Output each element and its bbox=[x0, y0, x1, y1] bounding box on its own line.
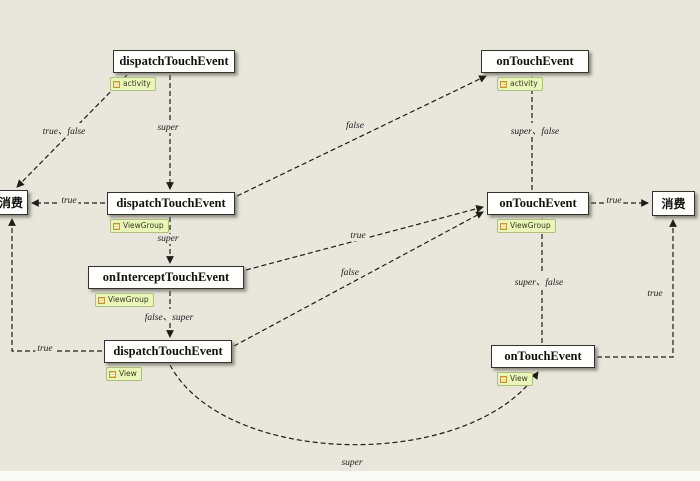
node-label: onTouchEvent bbox=[496, 54, 574, 68]
stereotype-label: ViewGroup bbox=[510, 221, 551, 230]
stereotype-label: ViewGroup bbox=[123, 221, 164, 230]
edge-label-super: super bbox=[155, 234, 181, 244]
edge-ontouch-view-true-to-consume-right bbox=[597, 219, 677, 358]
edge-dispatch-activity-to-consume-left bbox=[16, 74, 128, 188]
stereotype-viewgroup: ViewGroup bbox=[95, 293, 154, 307]
note-icon bbox=[500, 80, 507, 88]
edge-label-true: true bbox=[604, 196, 624, 206]
edge-dispatch-view-true-to-consume-left bbox=[8, 218, 102, 352]
node-consume-left: 消费 bbox=[0, 190, 28, 215]
stereotype-activity: activity bbox=[110, 77, 156, 91]
edge-label-true: true bbox=[35, 344, 55, 354]
page-background-strip bbox=[0, 471, 700, 481]
stereotype-label: View bbox=[119, 369, 137, 378]
node-label: 消费 bbox=[0, 196, 23, 210]
stereotype-viewgroup: ViewGroup bbox=[497, 219, 556, 233]
stereotype-view: View bbox=[497, 372, 533, 386]
stereotype-view: View bbox=[106, 367, 142, 381]
node-onintercepttouchevent-viewgroup: onInterceptTouchEvent bbox=[88, 266, 244, 289]
node-consume-right: 消费 bbox=[652, 191, 695, 216]
node-label: onTouchEvent bbox=[499, 196, 577, 210]
note-icon bbox=[500, 375, 507, 383]
edge-label-super-false: super、false bbox=[512, 274, 566, 288]
node-dispatchtouchevent-viewgroup: dispatchTouchEvent bbox=[107, 192, 235, 215]
edge-label-false: false bbox=[344, 121, 366, 131]
node-label: 消费 bbox=[661, 197, 686, 211]
node-label: dispatchTouchEvent bbox=[113, 344, 223, 358]
edge-label-false: false bbox=[339, 268, 361, 278]
node-label: onInterceptTouchEvent bbox=[102, 270, 230, 284]
stereotype-viewgroup: ViewGroup bbox=[110, 219, 169, 233]
node-ontouchevent-viewgroup: onTouchEvent bbox=[487, 192, 589, 215]
note-icon bbox=[500, 222, 507, 230]
node-dispatchtouchevent-view: dispatchTouchEvent bbox=[104, 340, 232, 363]
edge-label-super: super bbox=[155, 123, 181, 133]
node-label: onTouchEvent bbox=[504, 349, 582, 363]
note-icon bbox=[113, 80, 120, 88]
note-icon bbox=[98, 296, 105, 304]
edge-dispatch-viewgroup-false-to-ontouch-activity bbox=[236, 75, 487, 197]
node-ontouchevent-view: onTouchEvent bbox=[491, 345, 595, 368]
edge-label-true: true bbox=[348, 231, 368, 241]
node-dispatchtouchevent-activity: dispatchTouchEvent bbox=[113, 50, 235, 73]
node-ontouchevent-activity: onTouchEvent bbox=[481, 50, 589, 73]
stereotype-label: ViewGroup bbox=[108, 295, 149, 304]
stereotype-label: View bbox=[510, 374, 528, 383]
node-label: dispatchTouchEvent bbox=[116, 196, 226, 210]
stereotype-label: activity bbox=[510, 79, 538, 88]
stereotype-label: activity bbox=[123, 79, 151, 88]
edge-label-false-super: false、super bbox=[142, 309, 196, 323]
edge-label-true: true bbox=[645, 289, 665, 299]
edge-label-true-false: true、false bbox=[40, 123, 88, 137]
note-icon bbox=[109, 370, 116, 378]
note-icon bbox=[113, 222, 120, 230]
edge-label-super: super bbox=[339, 458, 365, 468]
stereotype-activity: activity bbox=[497, 77, 543, 91]
edge-label-true: true bbox=[59, 196, 79, 206]
edge-dispatch-view-super-to-ontouch-view bbox=[169, 364, 539, 446]
edge-label-super-false: super、false bbox=[508, 123, 562, 137]
node-label: dispatchTouchEvent bbox=[119, 54, 229, 68]
edge-dispatch-view-false-to-ontouch-viewgroup bbox=[233, 211, 484, 347]
